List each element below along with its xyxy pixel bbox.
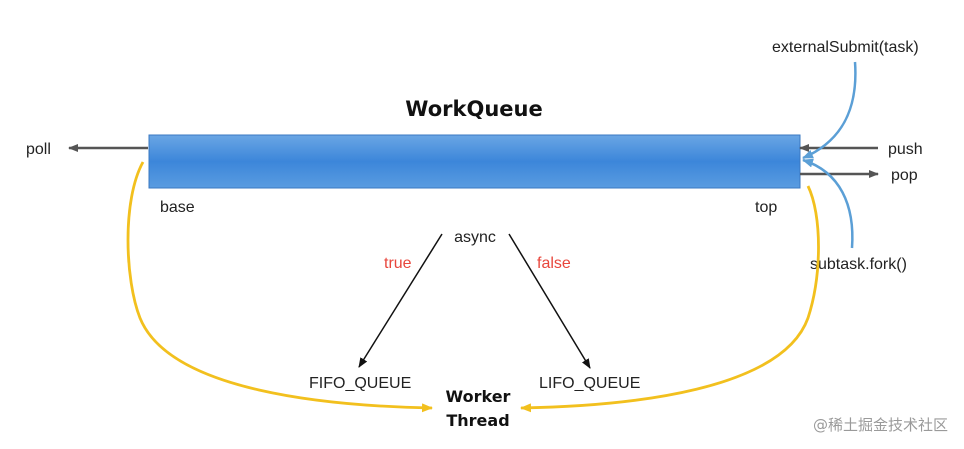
worker-top-arrow	[520, 185, 820, 413]
external-submit-arrow	[802, 61, 857, 160]
false-branch-arrow	[508, 233, 591, 369]
fifo-queue-label: FIFO_QUEUE	[309, 375, 411, 392]
worker-label-line1: Worker	[446, 387, 511, 406]
true-label: true	[384, 255, 412, 272]
subtask-fork-label: subtask.fork()	[810, 256, 907, 273]
base-label: base	[160, 199, 195, 216]
queue-bar	[148, 134, 801, 189]
top-label: top	[755, 199, 777, 216]
subtask-fork-arrow	[802, 158, 854, 249]
poll-label: poll	[26, 141, 51, 158]
true-branch-arrow	[358, 233, 443, 368]
diagram-title: WorkQueue	[405, 97, 542, 121]
false-label: false	[537, 255, 571, 272]
worker-base-arrow	[126, 161, 433, 413]
lifo-queue-label: LIFO_QUEUE	[539, 375, 640, 392]
push-label: push	[888, 141, 923, 158]
async-label: async	[454, 229, 496, 246]
watermark: @稀土掘金技术社区	[813, 416, 948, 434]
worker-label-line2: Thread	[446, 411, 509, 430]
pop-label: pop	[891, 167, 918, 184]
external-submit-label: externalSubmit(task)	[772, 39, 919, 56]
